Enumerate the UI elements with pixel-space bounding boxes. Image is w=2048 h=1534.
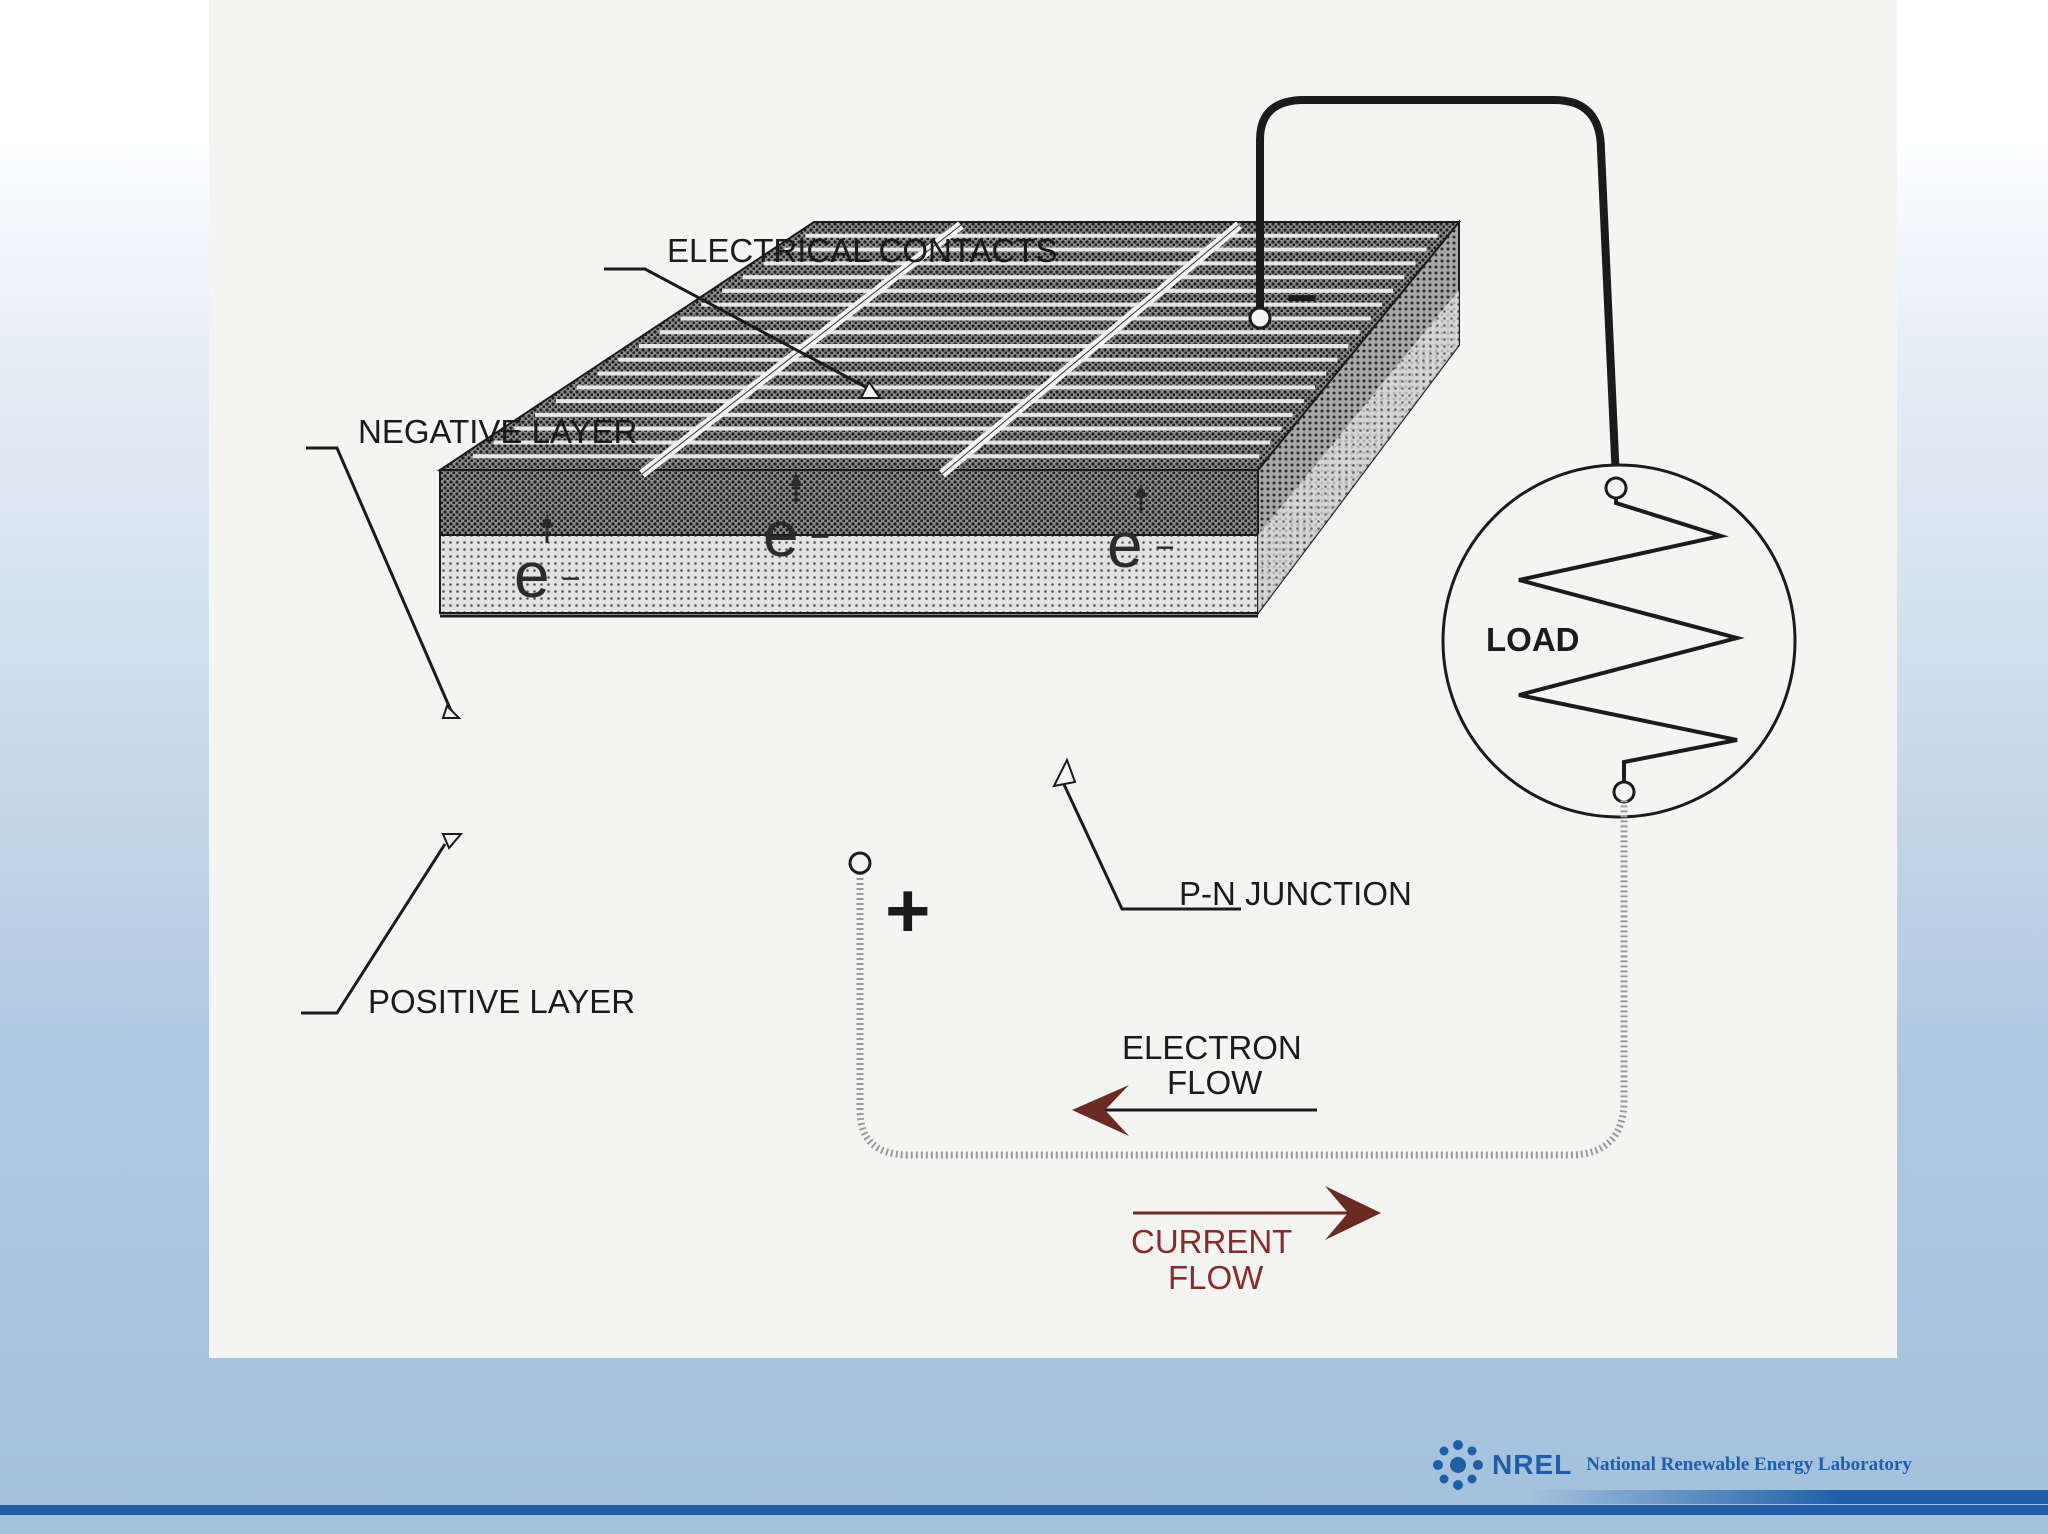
minus-sign: − xyxy=(1286,268,1318,328)
positive-layer-leader xyxy=(301,843,447,1015)
positive-terminal xyxy=(848,851,872,875)
pn-junction-label: P-N JUNCTION xyxy=(1179,875,1412,912)
electron-1: e − xyxy=(514,514,581,611)
electrical-contacts-label: ELECTRICAL CONTACTS xyxy=(667,232,1058,269)
positive-layer-label: POSITIVE LAYER xyxy=(368,983,635,1020)
electron-2: e − xyxy=(763,473,830,570)
cell-side-face-lower xyxy=(1258,290,1459,613)
svg-text:e: e xyxy=(514,539,550,611)
svg-text:e: e xyxy=(763,498,799,570)
footer-accent xyxy=(1530,1490,2048,1504)
nrel-logo: NREL National Renewable Energy Laborator… xyxy=(1432,1440,1912,1490)
load-circle xyxy=(1441,463,1797,819)
electron-flow-arrow xyxy=(1072,1085,1317,1136)
electron-3: e − xyxy=(1107,484,1175,581)
positive-wire xyxy=(856,800,1628,1159)
logo-organization-name: National Renewable Energy Laboratory xyxy=(1586,1454,1912,1475)
negative-wire xyxy=(1256,96,1620,481)
nrel-sun-icon xyxy=(1433,1440,1483,1490)
svg-text:−: − xyxy=(1155,529,1175,567)
electron-flow-label-2: FLOW xyxy=(1167,1064,1263,1101)
electron-flow-label-1: ELECTRON xyxy=(1122,1029,1302,1066)
logo-abbreviation: NREL xyxy=(1492,1449,1573,1480)
solar-cell-diagram: e − e − e − ELECTRICAL CONTACTS NEGATIVE… xyxy=(301,96,1797,1296)
electrical-contacts-leader xyxy=(604,267,878,395)
plus-sign: + xyxy=(885,866,931,954)
pn-junction-leader xyxy=(1059,777,1241,911)
current-flow-label-1: CURRENT xyxy=(1131,1223,1292,1260)
negative-layer-label: NEGATIVE LAYER xyxy=(358,413,637,450)
diagram-panel: e − e − e − ELECTRICAL CONTACTS NEGATIVE… xyxy=(209,0,1897,1358)
negative-terminal xyxy=(1248,306,1272,330)
footer-bar xyxy=(0,1505,2048,1515)
svg-text:−: − xyxy=(561,560,581,598)
svg-text:−: − xyxy=(810,518,830,556)
load-label: LOAD xyxy=(1486,621,1580,658)
current-flow-label-2: FLOW xyxy=(1168,1259,1264,1296)
current-flow-arrow xyxy=(1133,1186,1381,1240)
load-resistor xyxy=(1518,488,1745,790)
svg-text:e: e xyxy=(1107,509,1143,581)
